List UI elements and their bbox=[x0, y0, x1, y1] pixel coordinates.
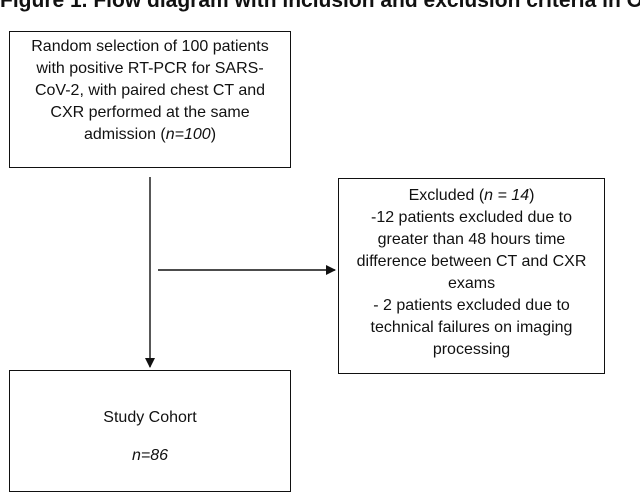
excluded-line: - 2 patients excluded due to bbox=[373, 297, 570, 314]
cohort-n: n=86 bbox=[131, 447, 169, 464]
excluded-box: Excluded (n = 14) -12 patients excluded … bbox=[338, 178, 605, 374]
start-box-line: CXR performed at the same bbox=[50, 104, 250, 121]
start-box-line: Random selection of 100 patients bbox=[31, 38, 269, 55]
start-box-prefix: admission ( bbox=[83, 126, 166, 143]
start-box-last-line: admission (n=100) bbox=[10, 124, 290, 146]
excluded-heading-prefix: Excluded ( bbox=[408, 187, 485, 204]
start-box-line: CoV-2, with paired chest CT and bbox=[34, 82, 266, 99]
start-box-line: with positive RT-PCR for SARS- bbox=[36, 60, 264, 77]
excluded-n: n = 14 bbox=[484, 187, 530, 204]
excluded-line: technical failures on imaging bbox=[370, 319, 573, 336]
excluded-line: -12 patients excluded due to bbox=[370, 209, 573, 226]
cohort-box: Study Cohort n=86 bbox=[9, 370, 291, 492]
excluded-line: difference between CT and CXR bbox=[356, 253, 587, 270]
excluded-line: exams bbox=[447, 275, 496, 292]
excluded-heading-suffix: ) bbox=[529, 187, 535, 204]
figure-title: Figure 1. Flow diagram with inclusion an… bbox=[0, 0, 640, 12]
cohort-label: Study Cohort bbox=[103, 409, 197, 426]
start-box-suffix: ) bbox=[210, 126, 217, 143]
excluded-heading: Excluded (n = 14) bbox=[339, 185, 604, 207]
start-box-n: n=100 bbox=[165, 126, 211, 143]
excluded-line: processing bbox=[432, 341, 511, 358]
excluded-line: greater than 48 hours time bbox=[377, 231, 566, 248]
start-box: Random selection of 100 patients with po… bbox=[9, 31, 291, 168]
